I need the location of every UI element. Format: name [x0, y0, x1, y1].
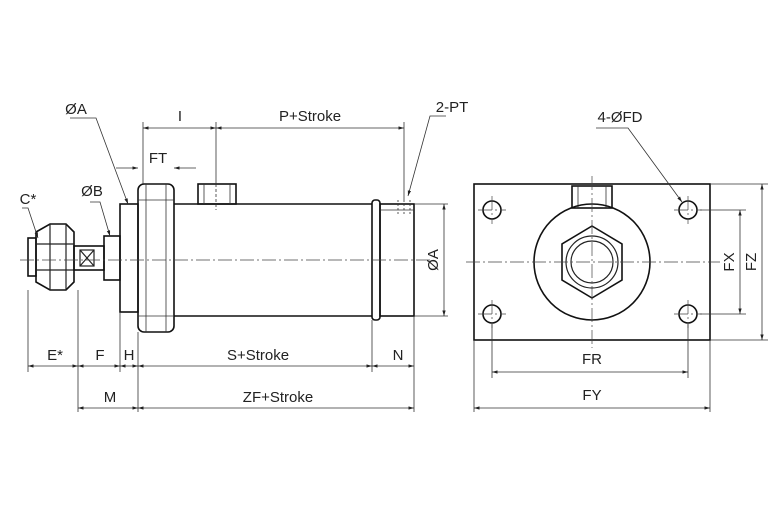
- front-horizontal-dims: FR FY: [473, 324, 711, 412]
- top-dimensions: I P+Stroke FT ØA ØB C* 2-PT: [20, 99, 469, 239]
- dim-2-pt: 2-PT: [436, 99, 469, 116]
- front-flange: [137, 183, 175, 333]
- front-vertical-dims: FX FZ: [700, 183, 768, 341]
- front-centerlines: [466, 176, 720, 348]
- dim-oa-side: ØA: [425, 249, 442, 271]
- dim-f: F: [95, 347, 104, 364]
- dim-4-ofd: 4-ØFD: [598, 109, 643, 126]
- rod-nut: [27, 223, 75, 291]
- dim-ft: FT: [149, 150, 167, 167]
- side-dia-dimension: ØA: [414, 203, 448, 317]
- port-rear: [397, 200, 411, 214]
- dim-fr: FR: [582, 351, 602, 368]
- dim-ob: ØB: [81, 183, 103, 200]
- dim-i: I: [178, 108, 182, 125]
- dim-e-star: E*: [47, 347, 63, 364]
- dim-c-star: C*: [20, 191, 37, 208]
- dim-oa-top: ØA: [65, 101, 87, 118]
- dim-n: N: [393, 347, 404, 364]
- dim-zf-stroke: ZF+Stroke: [243, 389, 313, 406]
- dim-fy: FY: [582, 387, 601, 404]
- port-front: [197, 183, 237, 210]
- side-view: I P+Stroke FT ØA ØB C* 2-PT ØA: [20, 99, 469, 412]
- dim-h: H: [124, 347, 135, 364]
- dim-fz: FZ: [743, 253, 760, 271]
- dim-fx: FX: [721, 252, 738, 271]
- bottom-dimensions: E* F H S+Stroke N M ZF+Stroke: [27, 290, 415, 412]
- front-view: 4-ØFD FX FZ FR FY: [466, 109, 768, 412]
- dim-s-stroke: S+Stroke: [227, 347, 289, 364]
- piston-rod: [73, 203, 139, 313]
- dim-m: M: [104, 389, 117, 406]
- dim-p-stroke: P+Stroke: [279, 108, 341, 125]
